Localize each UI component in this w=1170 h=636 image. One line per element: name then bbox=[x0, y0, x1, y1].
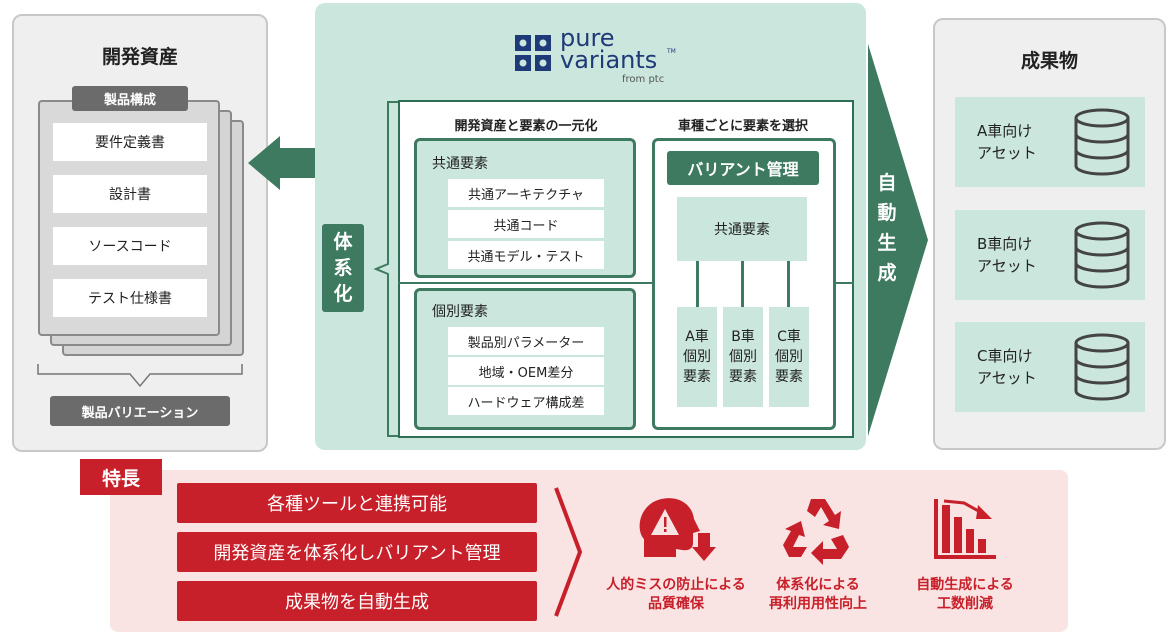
variation-brace bbox=[37, 364, 243, 388]
auto-generate-char: 成 bbox=[877, 262, 897, 284]
logo-from-ptc: from ptc bbox=[622, 74, 665, 85]
auto-generate-label: 自 動 生 成 bbox=[872, 168, 902, 298]
common-element-item: 共通アーキテクチャ bbox=[448, 179, 604, 207]
benefit-line: 人的ミスの防止による bbox=[606, 577, 746, 593]
select-heading: 車種ごとに要素を選択 bbox=[677, 118, 808, 134]
individual-element-item: 製品別パラメーター bbox=[448, 327, 604, 355]
systemize-brace bbox=[373, 101, 398, 437]
car-b-elements: B車個別要素 bbox=[723, 307, 763, 407]
systemize-char: 体 bbox=[333, 231, 353, 253]
recycle-icon bbox=[783, 499, 849, 565]
doc-item-requirements: 要件定義書 bbox=[53, 123, 207, 161]
database-icon bbox=[1074, 333, 1130, 401]
systemize-char: 化 bbox=[333, 283, 353, 305]
deliverables-title: 成果物 bbox=[1020, 49, 1078, 72]
asset-label-line: アセット bbox=[977, 369, 1037, 387]
feature-item: 開発資産を体系化しバリアント管理 bbox=[177, 532, 537, 572]
systemize-char: 系 bbox=[333, 257, 353, 279]
unify-heading: 開発資産と要素の一元化 bbox=[454, 118, 598, 134]
selected-common-elements: 共通要素 bbox=[677, 197, 807, 261]
logo-trademark: TM bbox=[667, 48, 676, 55]
asset-label-line: アセット bbox=[977, 257, 1037, 275]
auto-generate-arrow bbox=[868, 44, 928, 436]
asset-label-line: アセット bbox=[977, 144, 1037, 162]
product-structure-tag: 製品構成 bbox=[72, 86, 188, 111]
car-label: B車 bbox=[731, 329, 755, 345]
auto-generate-char: 生 bbox=[877, 232, 897, 254]
individual-elements-title: 個別要素 bbox=[432, 304, 488, 320]
car-label: 要素 bbox=[683, 369, 711, 385]
car-c-elements: C車個別要素 bbox=[769, 307, 809, 407]
car-label: 個別 bbox=[729, 349, 757, 365]
head-warning-icon bbox=[639, 498, 716, 561]
benefit-line: 再利用用性向上 bbox=[769, 596, 867, 612]
benefit-label-reuse: 体系化による再利用用性向上 bbox=[748, 576, 888, 614]
variant-management-button: バリアント管理 bbox=[667, 151, 819, 185]
auto-generate-char: 動 bbox=[877, 202, 897, 224]
doc-item-test-spec: テスト仕様書 bbox=[53, 279, 207, 317]
common-element-item: 共通モデル・テスト bbox=[448, 241, 604, 269]
systemize-tag: 体 系 化 bbox=[322, 224, 364, 312]
auto-generate-char: 自 bbox=[877, 172, 897, 194]
development-assets-title: 開発資産 bbox=[101, 45, 178, 68]
car-label: 要素 bbox=[729, 369, 757, 385]
connector-b bbox=[741, 261, 744, 307]
connector-c bbox=[787, 261, 790, 307]
asset-label-line: B車向け bbox=[977, 235, 1033, 253]
box-divider bbox=[398, 282, 854, 284]
logo-text-pure: pure bbox=[560, 24, 615, 52]
declining-chart-icon bbox=[934, 499, 996, 559]
asset-label-line: A車向け bbox=[977, 122, 1033, 140]
feature-item: 各種ツールと連携可能 bbox=[177, 483, 537, 523]
logo-text-variants: variants bbox=[560, 46, 658, 74]
connector-a bbox=[696, 261, 699, 307]
individual-element-item: 地域・OEM差分 bbox=[448, 357, 604, 385]
individual-element-item: ハードウェア構成差 bbox=[448, 387, 604, 415]
feature-item: 成果物を自動生成 bbox=[177, 581, 537, 621]
benefit-line: 品質確保 bbox=[648, 596, 704, 612]
common-elements-title: 共通要素 bbox=[432, 156, 488, 172]
asset-label-a: A車向けアセット bbox=[977, 120, 1037, 164]
doc-item-design: 設計書 bbox=[53, 175, 207, 213]
asset-label-b: B車向けアセット bbox=[977, 233, 1037, 277]
asset-label-line: C車向け bbox=[977, 347, 1033, 365]
car-label: 個別 bbox=[683, 349, 711, 365]
doc-item-source-code: ソースコード bbox=[53, 227, 207, 265]
product-variation-tag: 製品バリエーション bbox=[50, 396, 230, 426]
benefit-label-quality: 人的ミスの防止による品質確保 bbox=[595, 576, 757, 614]
common-element-item: 共通コード bbox=[448, 210, 604, 238]
features-chevron bbox=[554, 487, 583, 617]
car-label: 個別 bbox=[775, 349, 803, 365]
asset-label-c: C車向けアセット bbox=[977, 345, 1037, 389]
car-a-elements: A車個別要素 bbox=[677, 307, 717, 407]
car-label: A車 bbox=[685, 329, 709, 345]
car-label: C車 bbox=[777, 329, 801, 345]
benefit-line: 体系化による bbox=[776, 577, 860, 593]
database-icon bbox=[1074, 221, 1130, 289]
benefit-label-effort: 自動生成による工数削減 bbox=[895, 576, 1035, 614]
benefit-line: 工数削減 bbox=[937, 596, 993, 612]
features-tag: 特長 bbox=[80, 459, 162, 495]
database-icon bbox=[1074, 108, 1130, 176]
benefit-line: 自動生成による bbox=[916, 577, 1014, 593]
car-label: 要素 bbox=[775, 369, 803, 385]
pure-variants-logo-icon bbox=[515, 35, 551, 71]
